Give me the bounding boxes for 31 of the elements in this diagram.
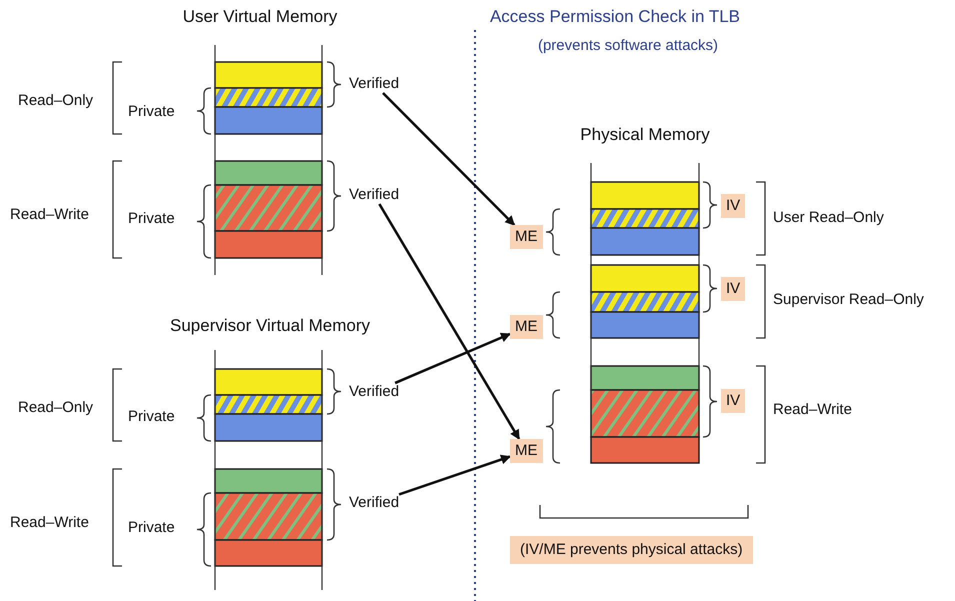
memory-title: User Virtual Memory [182, 7, 338, 27]
memory-title: Physical Memory [580, 125, 710, 145]
me-tag: ME [510, 315, 542, 339]
iv-tag: IV [721, 194, 746, 218]
iv-tag: IV [721, 389, 746, 413]
arrow [382, 92, 516, 226]
region-label: Read–Write [773, 401, 852, 419]
access-label: Read–Write [10, 514, 89, 532]
verified-label: Verified [349, 75, 400, 93]
region-label: Private [128, 103, 175, 121]
arrow [394, 332, 511, 384]
arrow [398, 454, 511, 496]
access-label: Read–Only [18, 399, 94, 417]
me-tag: ME [510, 225, 542, 249]
region-label: Supervisor Read–Only [773, 291, 924, 309]
verified-label: Verified [349, 186, 400, 204]
region-label: User Read–Only [773, 209, 884, 227]
iv-tag: IV [721, 277, 746, 301]
verified-label: Verified [349, 494, 400, 512]
heading: Access Permission Check in TLB [490, 7, 740, 27]
verified-label: Verified [349, 383, 400, 401]
note: (IV/ME prevents physical attacks) [510, 536, 753, 564]
arrow [378, 203, 520, 440]
access-label: Read–Only [18, 92, 94, 110]
region-label: Private [128, 210, 175, 228]
memory-title: Supervisor Virtual Memory [170, 316, 370, 336]
region-label: Private [128, 519, 175, 537]
me-tag: ME [510, 439, 542, 463]
region-label: Private [128, 408, 175, 426]
note: (prevents software attacks) [538, 37, 718, 55]
access-label: Read–Write [10, 206, 89, 224]
